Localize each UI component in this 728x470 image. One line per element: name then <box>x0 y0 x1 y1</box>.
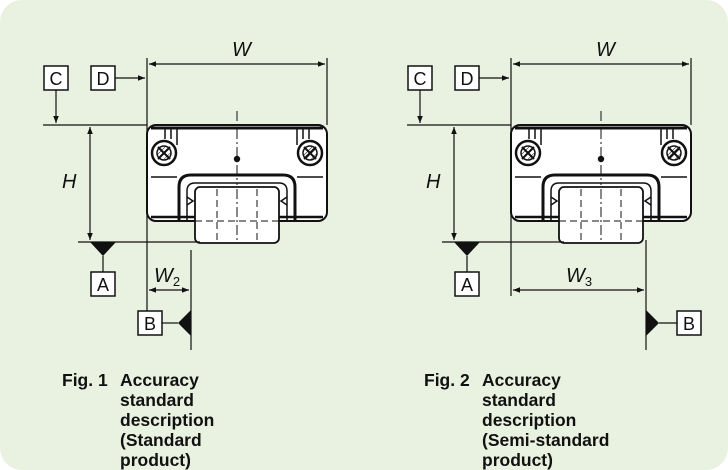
offset-width-label: W2 <box>154 265 180 289</box>
figure-1-caption: Fig. 1 Accuracy standard description (St… <box>62 370 302 470</box>
figure-caption-text: Accuracy standard description (Standard … <box>120 370 215 470</box>
width-label: W <box>596 39 617 61</box>
figure-2-caption: Fig. 2 Accuracy standard description (Se… <box>424 370 664 470</box>
datum-b-triangle <box>646 310 659 336</box>
ref-a-label: A <box>97 275 109 295</box>
figure-caption-text: Accuracy standard description (Semi-stan… <box>482 370 610 470</box>
ref-d-label: D <box>97 69 110 89</box>
figure-2: W H W3 A B C D <box>407 39 702 350</box>
datum-b-triangle <box>178 310 191 336</box>
figure-number: Fig. 2 <box>424 370 470 390</box>
figure-1: W H W2 A B C D <box>43 39 329 350</box>
ref-d-label: D <box>461 69 474 89</box>
ref-b-label: B <box>144 314 156 334</box>
offset-width-label: W3 <box>566 265 592 289</box>
ref-c-label: C <box>50 69 63 89</box>
ref-b-label: B <box>683 314 695 334</box>
guide-block-drawing <box>509 109 693 245</box>
ref-a-label: A <box>461 275 473 295</box>
datum-a-triangle <box>454 242 480 256</box>
width-label: W <box>232 39 253 61</box>
guide-block-drawing <box>145 109 329 245</box>
ref-c-label: C <box>414 69 427 89</box>
figure-number: Fig. 1 <box>62 370 108 390</box>
height-label: H <box>426 171 441 193</box>
height-label: H <box>62 171 77 193</box>
datum-a-triangle <box>90 242 116 256</box>
